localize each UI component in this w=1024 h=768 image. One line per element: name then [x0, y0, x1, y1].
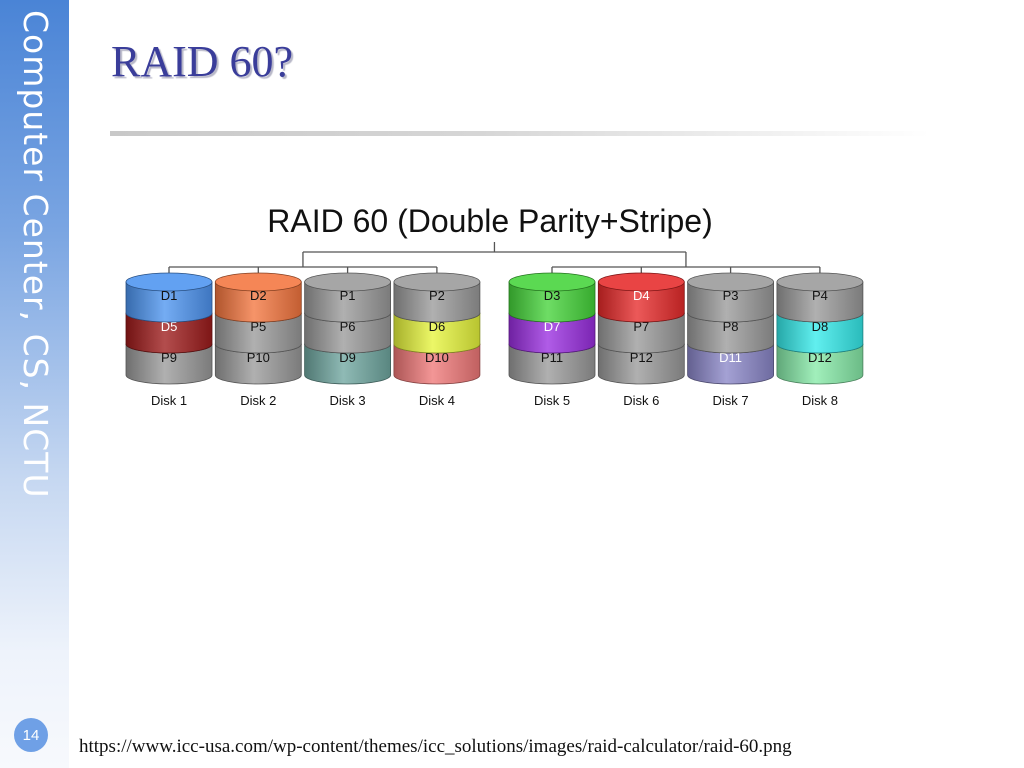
disk-block: P1	[304, 272, 392, 323]
block-label: P3	[723, 288, 739, 303]
block-label: D4	[633, 288, 650, 303]
disk-label: Disk 7	[713, 393, 749, 408]
connector-lines	[168, 242, 821, 273]
block-label: P11	[541, 350, 563, 365]
disk-label: Disk 8	[802, 393, 838, 408]
disk-block: P12	[597, 343, 685, 385]
block-label: P6	[340, 319, 356, 334]
block-label: P2	[429, 288, 445, 303]
disk-label: Disk 4	[419, 393, 455, 408]
disk-block: P11	[508, 343, 596, 385]
disk-block: D12	[776, 343, 864, 385]
disk-label: Disk 6	[623, 393, 659, 408]
disk-block: D1	[125, 272, 213, 323]
block-label: D8	[812, 319, 829, 334]
block-label: P9	[161, 350, 177, 365]
slide-number: 14	[14, 718, 48, 752]
raid60-diagram: RAID 60 (Double Parity+Stripe) P9 D5 D1Dis…	[125, 203, 864, 408]
block-label: D2	[250, 288, 267, 303]
block-label: D10	[425, 350, 449, 365]
disk-block: P4	[776, 272, 864, 323]
block-label: D5	[161, 319, 178, 334]
diagram-title: RAID 60 (Double Parity+Stripe)	[267, 203, 713, 239]
disk-label: Disk 1	[151, 393, 187, 408]
sidebar-org-label: Computer Center, CS, NCTU	[16, 10, 55, 499]
block-label: P5	[250, 319, 266, 334]
block-label: P1	[340, 288, 356, 303]
disk-block: D10	[393, 343, 481, 385]
block-label: D9	[339, 350, 356, 365]
disk-block: D2	[214, 272, 302, 323]
block-label: D7	[544, 319, 561, 334]
block-label: D3	[544, 288, 561, 303]
source-url: https://www.icc-usa.com/wp-content/theme…	[79, 736, 792, 757]
disk-label: Disk 5	[534, 393, 570, 408]
block-label: D11	[719, 350, 742, 365]
disk-block: P7	[597, 312, 685, 354]
disk-block: D3	[508, 272, 596, 323]
disk-block: D11	[687, 343, 775, 385]
block-label: P7	[633, 319, 649, 334]
block-label: P4	[812, 288, 828, 303]
sidebar: Computer Center, CS, NCTU 14	[0, 0, 69, 768]
disk-label: Disk 2	[240, 393, 276, 408]
block-label: P10	[247, 350, 270, 365]
slide-title: RAID 60?	[111, 37, 294, 86]
block-label: D1	[161, 288, 178, 303]
disk-block: P3	[687, 272, 774, 323]
block-label: P8	[723, 319, 739, 334]
block-label: D12	[808, 350, 832, 365]
disk-label: Disk 3	[330, 393, 366, 408]
disk-block: P2	[393, 272, 481, 323]
disk-block: D4	[597, 272, 685, 323]
block-label: D6	[429, 319, 446, 334]
title-divider	[110, 131, 930, 136]
block-label: P12	[630, 350, 653, 365]
